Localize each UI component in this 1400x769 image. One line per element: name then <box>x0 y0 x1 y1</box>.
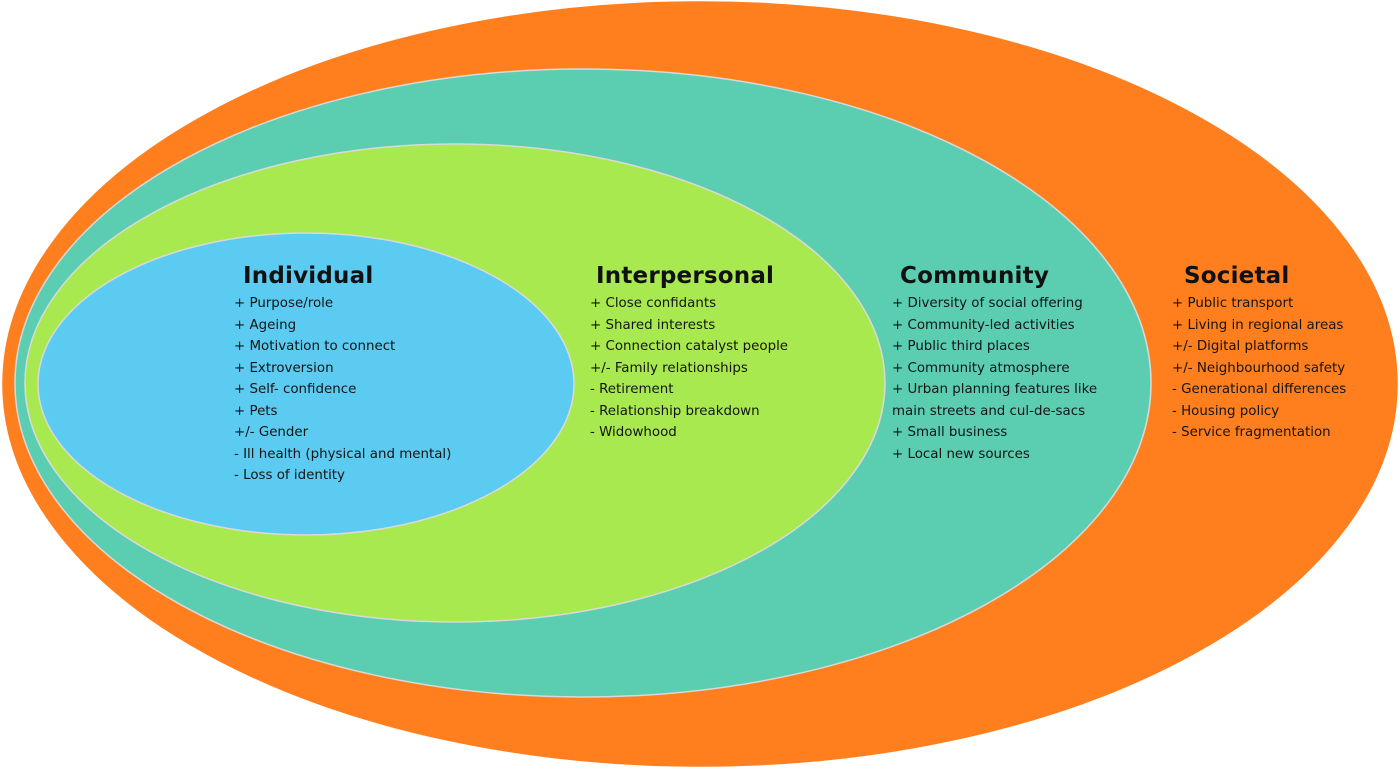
community-factor-list: + Diversity of social offering + Communit… <box>892 293 1097 465</box>
interpersonal-layer: Interpersonal + Close confidants + Shared… <box>590 262 788 444</box>
factor-item: +/- Gender <box>234 425 309 440</box>
factor-item: +/- Neighbourhood safety <box>1172 360 1346 376</box>
factor-item: + Connection catalyst people <box>590 339 789 354</box>
factor-item: + Purpose/role <box>234 296 334 311</box>
factor-item: - Widowhood <box>590 425 677 440</box>
factor-item: - Retirement <box>590 382 674 397</box>
interpersonal-title: Interpersonal <box>596 263 775 289</box>
factor-item: + Self- confidence <box>234 382 357 397</box>
factor-item: - Loss of identity <box>234 468 345 483</box>
societal-title: Societal <box>1184 263 1290 289</box>
individual-factor-list: + Purpose/role + Ageing + Motivation to co… <box>234 293 451 487</box>
factor-item: - Service fragmentation <box>1172 425 1331 440</box>
factor-item: + Ageing <box>234 317 297 333</box>
factor-item: + Diversity of social offering <box>892 296 1083 311</box>
factor-item: - Generational differences <box>1172 382 1347 397</box>
factor-item: - Relationship breakdown <box>590 403 760 419</box>
factor-item: main streets and cul-de-sacs <box>892 403 1086 419</box>
individual-layer: Individual + Purpose/role + Ageing + Motiv… <box>234 262 451 487</box>
community-layer: Community + Diversity of social offering… <box>892 262 1097 465</box>
factor-item: + Small business <box>892 425 1008 440</box>
factor-item: + Motivation to connect <box>234 339 396 354</box>
factor-item: - Ill health (physical and mental) <box>234 446 452 462</box>
community-title: Community <box>900 263 1050 289</box>
factor-item: + Pets <box>234 403 278 419</box>
factor-item: - Housing policy <box>1172 403 1280 419</box>
factor-item: + Public transport <box>1172 296 1294 311</box>
individual-ellipse <box>37 232 575 536</box>
factor-item: + Close confidants <box>590 296 717 311</box>
factor-item: + Extroversion <box>234 360 334 376</box>
factor-item: + Urban planning features like <box>892 382 1098 397</box>
factor-item: + Public third places <box>892 339 1030 354</box>
factor-item: +/- Family relationships <box>590 360 748 376</box>
factor-item: + Community atmosphere <box>892 360 1070 376</box>
individual-title: Individual <box>243 263 374 289</box>
factor-item: + Shared interests <box>590 317 716 333</box>
societal-layer: Societal + Public transport + Living in r… <box>1172 262 1346 444</box>
societal-factor-list: + Public transport + Living in regional a… <box>1172 293 1346 444</box>
interpersonal-factor-list: + Close confidants + Shared interests + Co… <box>590 293 788 444</box>
factor-item: + Local new sources <box>892 446 1030 462</box>
factor-item: +/- Digital platforms <box>1172 339 1309 354</box>
factor-item: + Living in regional areas <box>1172 317 1344 333</box>
factor-item: + Community-led activities <box>892 317 1075 333</box>
